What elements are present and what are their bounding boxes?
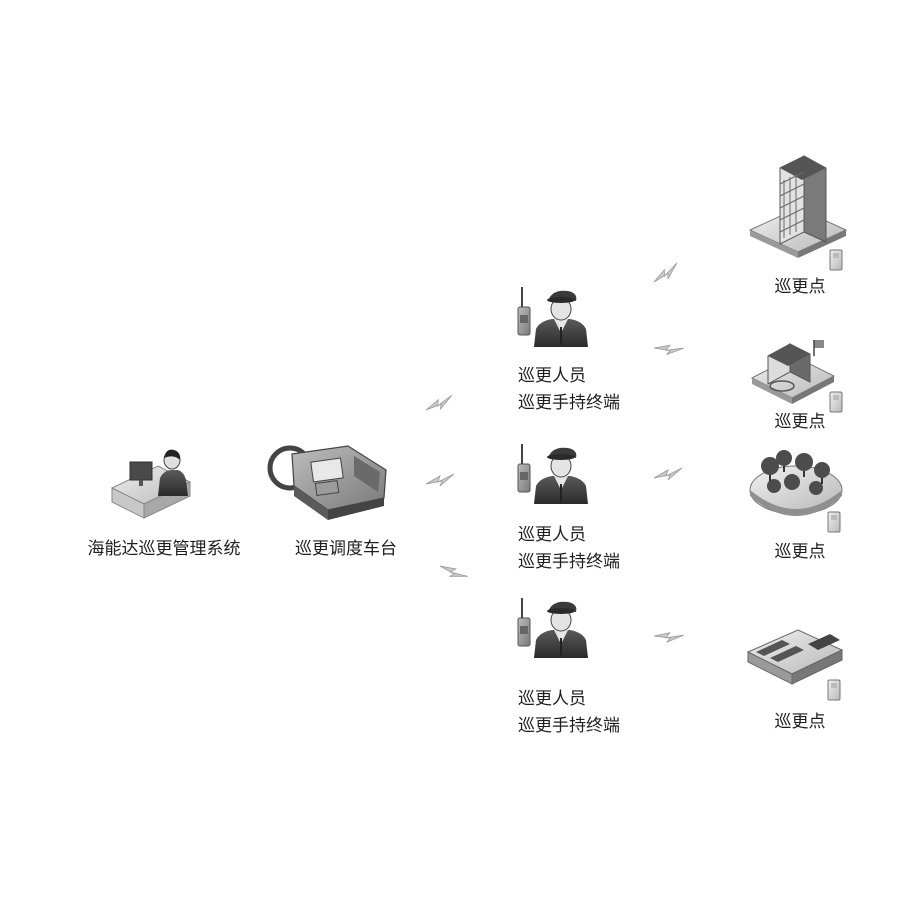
base-station-label: 巡更调度车台 [295,539,397,559]
patroller-role: 巡更人员 [518,689,586,709]
guard-icon-3 [517,597,589,659]
patroller-device: 巡更手持终端 [518,552,620,572]
patroller-device: 巡更手持终端 [518,716,620,736]
vehicle-radio-icon [267,445,387,520]
factory-building-icon [750,340,836,404]
warehouse-icon [746,629,844,685]
checkpoint-label-2: 巡更点 [774,412,826,432]
patroller-role: 巡更人员 [518,525,586,545]
guard-icon-2 [517,443,589,505]
checkpoint-label-1: 巡更点 [774,277,826,297]
patroller-device: 巡更手持终端 [518,393,620,413]
patroller-label-2: 巡更人员 巡更手持终端 [518,522,620,576]
checkpoint-label-3: 巡更点 [774,542,826,562]
patroller-label-3: 巡更人员 巡更手持终端 [518,686,620,740]
guard-icon-1 [517,286,589,348]
checkpoint-label-4: 巡更点 [774,712,826,732]
tower-building-icon [748,155,848,258]
park-trees-icon [749,450,843,516]
operator-workstation-icon [110,449,192,519]
system-label: 海能达巡更管理系统 [87,539,241,559]
patroller-role: 巡更人员 [518,366,586,386]
patroller-label-1: 巡更人员 巡更手持终端 [518,363,620,417]
